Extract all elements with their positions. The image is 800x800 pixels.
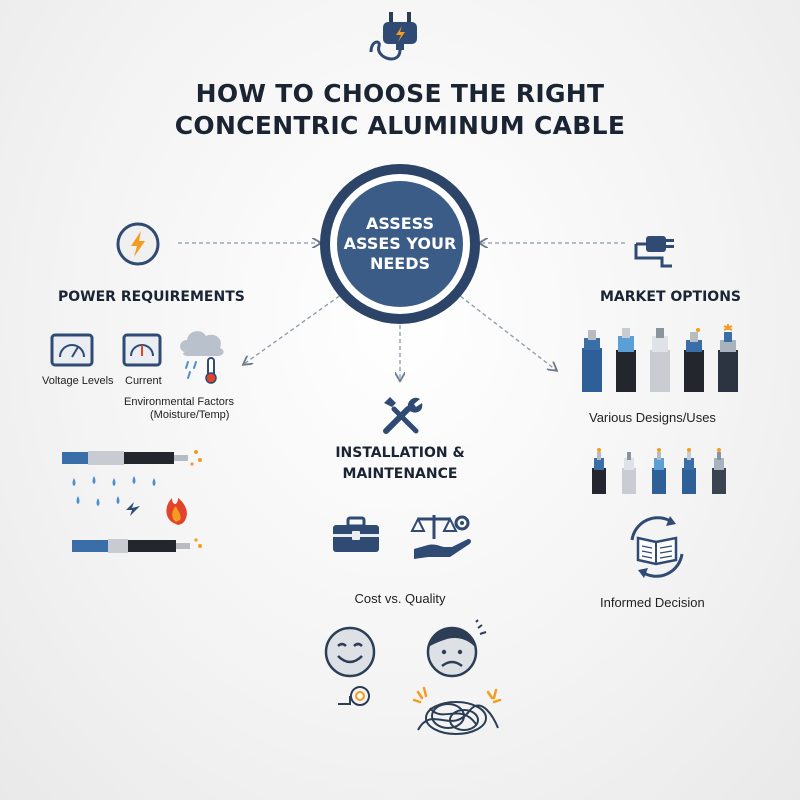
center-circle[interactable] (318, 162, 482, 326)
cost-quality-label: Cost vs. Quality (354, 591, 446, 606)
power-heading: POWER REQUIREMENTS (58, 289, 245, 305)
cable-samples-row1 (582, 324, 738, 392)
install-heading-line2: MAINTENANCE (342, 466, 458, 482)
designs-label: Various Designs/Uses (589, 410, 716, 425)
happy-face-icon (324, 626, 376, 678)
page-title-line2: CONCENTRIC ALUMINUM CABLE (174, 111, 626, 140)
voltage-gauge-icon (50, 333, 94, 367)
voltage-label: Voltage Levels (42, 375, 114, 387)
decision-label: Informed Decision (600, 595, 705, 610)
install-heading-line1: INSTALLATION & (335, 445, 465, 461)
lightning-icon (116, 222, 160, 266)
current-gauge-icon (122, 333, 162, 367)
cable-samples-row2 (592, 448, 726, 494)
center-text-line1: ASSESS (366, 214, 434, 233)
sad-face-icon (426, 619, 487, 678)
market-heading: MARKET OPTIONS (600, 289, 742, 305)
tangled-cable-icon (412, 686, 502, 735)
current-label: Current (125, 375, 162, 387)
page-title-line1: HOW TO CHOOSE THE RIGHT (195, 79, 605, 108)
toolbox-icon (333, 516, 379, 552)
cable-weather-illustration (62, 450, 202, 553)
cable-reel-icon (338, 686, 370, 706)
env-factors-sub-label: (Moisture/Temp) (150, 409, 230, 421)
tools-icon (383, 397, 423, 434)
cloud-thermometer-icon (180, 331, 224, 384)
connector-icon (634, 236, 674, 268)
scales-hand-icon (410, 515, 471, 559)
book-cycle-icon (630, 516, 684, 578)
env-factors-label: Environmental Factors (124, 396, 235, 408)
plug-icon (369, 12, 417, 61)
center-text-line3: NEEDS (369, 254, 431, 273)
center-text-line2: ASSES YOUR (343, 234, 457, 253)
